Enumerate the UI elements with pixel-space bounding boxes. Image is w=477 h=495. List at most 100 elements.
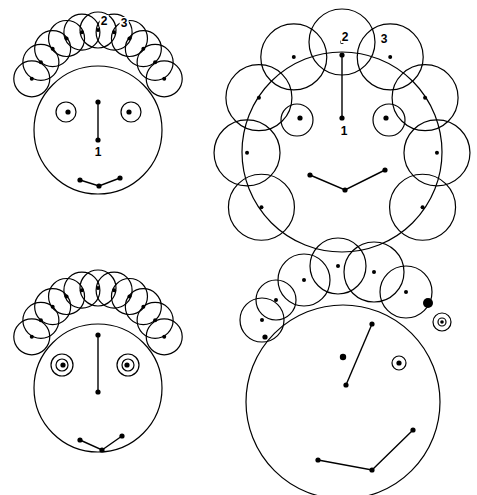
hair-circle	[96, 272, 132, 308]
head-circle	[34, 324, 162, 452]
nose-line	[346, 324, 372, 385]
mouth-line	[310, 170, 385, 190]
point-dot	[99, 447, 104, 452]
hair-circle	[146, 319, 182, 355]
point-dot	[440, 320, 444, 324]
hair-circle	[137, 44, 173, 80]
point-dot	[260, 318, 264, 322]
point-dot	[423, 96, 427, 100]
point-dot	[257, 96, 261, 100]
hair-circle	[80, 12, 116, 48]
point-dot	[297, 115, 302, 120]
nose-line	[97, 102, 98, 140]
point-dot	[95, 389, 100, 394]
point-dot	[259, 205, 263, 209]
hair-circle	[380, 266, 432, 318]
hair-circle	[146, 61, 182, 97]
point-dot	[262, 334, 267, 339]
point-dot	[96, 183, 101, 188]
point-dot	[302, 278, 306, 282]
head-circle	[34, 66, 162, 194]
hair-circle	[256, 280, 296, 320]
callout-number: 1	[340, 125, 349, 137]
callout-number: 2	[100, 15, 109, 27]
hair-circle	[278, 254, 330, 306]
hair-circle	[392, 65, 458, 131]
point-dot	[369, 321, 374, 326]
eye-circle	[392, 356, 406, 370]
point-dot	[65, 109, 70, 114]
head-circle	[246, 305, 440, 495]
point-dot	[95, 99, 100, 104]
hair-circle	[111, 20, 147, 56]
point-dot	[435, 151, 439, 155]
eye-ring	[56, 359, 68, 371]
hair-circle	[214, 120, 280, 186]
point-dot	[339, 115, 344, 120]
callout-number: 3	[120, 17, 129, 29]
nose-line	[341, 55, 342, 118]
point-dot	[421, 205, 425, 209]
hair-circle	[433, 313, 451, 331]
hair-circle	[261, 24, 327, 90]
point-dot	[369, 467, 374, 472]
point-dot	[119, 433, 124, 438]
point-dot	[162, 77, 166, 81]
hair-circle	[64, 272, 100, 308]
point-dot	[423, 298, 433, 308]
eye-circle	[51, 354, 73, 376]
eye-ring	[122, 359, 134, 371]
point-dot	[274, 298, 278, 302]
eye-circle	[281, 104, 313, 136]
eye-circle	[121, 102, 141, 122]
hair-circle	[111, 278, 147, 314]
point-dot	[388, 55, 392, 59]
point-dot	[292, 55, 296, 59]
eye-circle	[56, 102, 76, 122]
point-dot	[117, 175, 122, 180]
point-dot	[77, 437, 82, 442]
point-dot	[410, 427, 415, 432]
callout-number: 1	[94, 146, 103, 158]
point-dot	[315, 457, 320, 462]
point-dot	[404, 290, 408, 294]
mouth-line	[318, 430, 413, 470]
nose-line	[97, 335, 98, 392]
hair-circle	[49, 20, 85, 56]
point-dot	[245, 151, 249, 155]
point-dot	[339, 52, 344, 57]
hair-circle	[35, 289, 71, 325]
point-dot	[126, 109, 131, 114]
hair-circle	[80, 270, 116, 306]
hair-circle	[344, 242, 404, 302]
eye-circle	[117, 354, 139, 376]
callout-number: 2	[341, 31, 350, 43]
point-dot	[382, 167, 387, 172]
point-dot	[162, 335, 166, 339]
point-dot	[383, 115, 388, 120]
point-dot	[95, 332, 100, 337]
hair-circle	[35, 31, 71, 67]
hair-circle	[14, 319, 50, 355]
point-dot	[77, 177, 82, 182]
callout-number: 3	[380, 33, 389, 45]
point-dot	[124, 362, 129, 367]
point-dot	[307, 172, 312, 177]
point-dot	[95, 137, 100, 142]
hair-circle	[390, 174, 456, 240]
hair-circle	[96, 14, 132, 50]
hair-circle	[49, 278, 85, 314]
hair-circle	[14, 61, 50, 97]
point-dot	[336, 264, 340, 268]
hair-circle	[357, 24, 423, 90]
point-dot	[60, 362, 65, 367]
point-dot	[342, 187, 347, 192]
point-dot	[372, 270, 376, 274]
point-dot	[396, 360, 401, 365]
hair-circle	[64, 14, 100, 50]
eye-circle	[373, 104, 405, 136]
point-dot	[340, 354, 346, 360]
hair-circle	[226, 65, 292, 131]
